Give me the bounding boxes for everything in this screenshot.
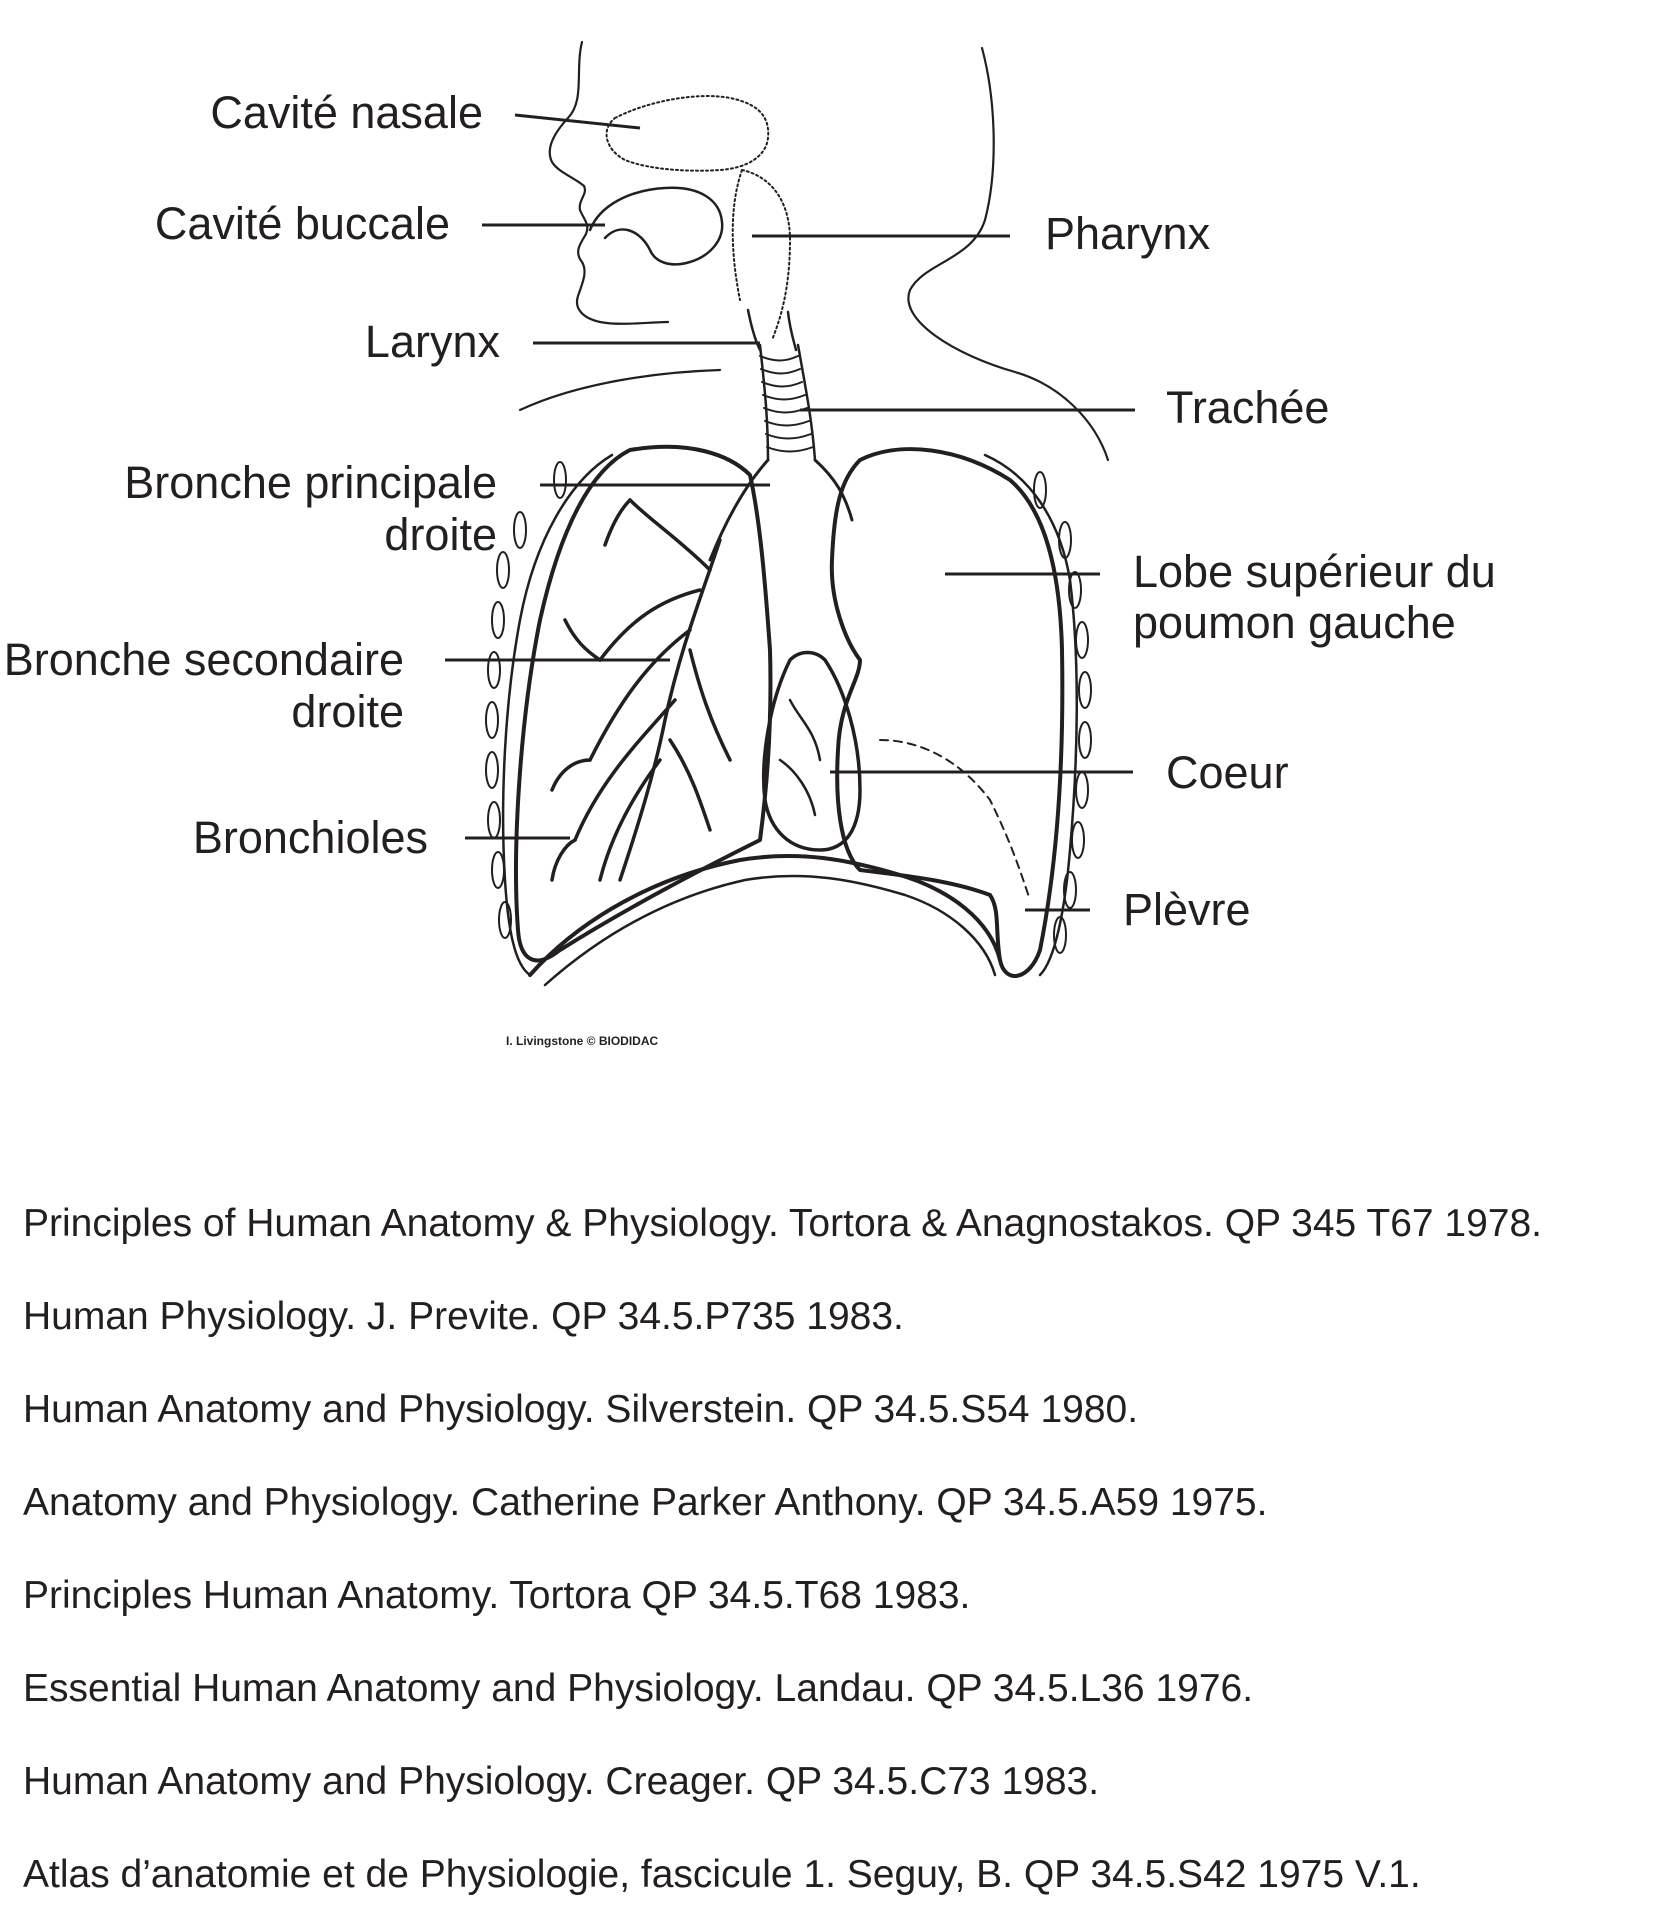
label-oral-cavity: Cavité buccale — [155, 198, 450, 249]
reference-item: Human Anatomy and Physiology. Creager. Q… — [23, 1760, 1100, 1803]
diaphragm-inner — [543, 874, 997, 987]
leader-nasal-cavity — [514, 113, 641, 130]
label-heart: Coeur — [1166, 747, 1289, 798]
label-left-upper-lobe-line1: Lobe supérieur du — [1133, 546, 1496, 597]
label-nasal-cavity: Cavité nasale — [210, 87, 483, 138]
neck-back — [907, 46, 1110, 462]
reference-item: Atlas d’anatomie et de Physiologie, fasc… — [23, 1853, 1421, 1896]
right-lung-outline — [514, 444, 773, 963]
right-bronchial-tree — [550, 498, 732, 882]
larynx-shape — [746, 308, 798, 352]
trachea-shape — [758, 343, 817, 462]
reference-item: Human Anatomy and Physiology. Silverstei… — [23, 1388, 1139, 1431]
label-larynx: Larynx — [365, 316, 501, 367]
pharynx-shape — [731, 169, 791, 341]
shoulder-front — [518, 368, 722, 412]
label-pharynx: Pharynx — [1045, 208, 1211, 259]
label-right-secondary-bronchus-line2: droite — [291, 686, 404, 737]
left-lung-lobe-fissure — [879, 739, 1031, 901]
right-pleura-outer — [501, 453, 614, 977]
left-lung-outline — [829, 447, 1065, 978]
label-right-secondary-bronchus-line1: Bronche secondaire — [4, 634, 404, 685]
reference-item: Essential Human Anatomy and Physiology. … — [23, 1667, 1254, 1710]
leader-lines — [445, 113, 1135, 912]
labels: Cavité nasale Cavité buccale Pharynx Lar… — [4, 87, 1496, 935]
reference-item: Principles Human Anatomy. Tortora QP 34.… — [23, 1574, 971, 1617]
oral-cavity-shape — [588, 186, 724, 266]
right-main-bronchus — [708, 458, 770, 562]
heart-detail — [778, 698, 822, 817]
reference-item: Principles of Human Anatomy & Physiology… — [23, 1202, 1543, 1245]
face-profile — [548, 40, 670, 325]
reference-item: Human Physiology. J. Previte. QP 34.5.P7… — [23, 1295, 904, 1338]
illustration-credit: I. Livingstone © BIODIDAC — [506, 1034, 659, 1048]
respiratory-system-diagram: Cavité nasale Cavité buccale Pharynx Lar… — [4, 40, 1496, 1048]
diaphragm-shape — [528, 854, 1002, 977]
anatomy-illustration — [485, 40, 1110, 987]
label-trachea: Trachée — [1166, 382, 1329, 433]
reference-list: Principles of Human Anatomy & Physiology… — [23, 1200, 1653, 1899]
nasal-cavity-shape — [605, 95, 770, 172]
trachea-rings — [759, 355, 814, 453]
left-main-bronchus — [813, 458, 854, 522]
reference-item: Anatomy and Physiology. Catherine Parker… — [23, 1481, 1268, 1524]
label-left-upper-lobe-line2: poumon gauche — [1133, 597, 1456, 648]
label-right-main-bronchus-line2: droite — [384, 509, 497, 560]
label-bronchioles: Bronchioles — [193, 812, 428, 863]
heart-shape — [761, 650, 862, 852]
label-pleura: Plèvre — [1123, 884, 1251, 935]
label-right-main-bronchus-line1: Bronche principale — [124, 457, 497, 508]
